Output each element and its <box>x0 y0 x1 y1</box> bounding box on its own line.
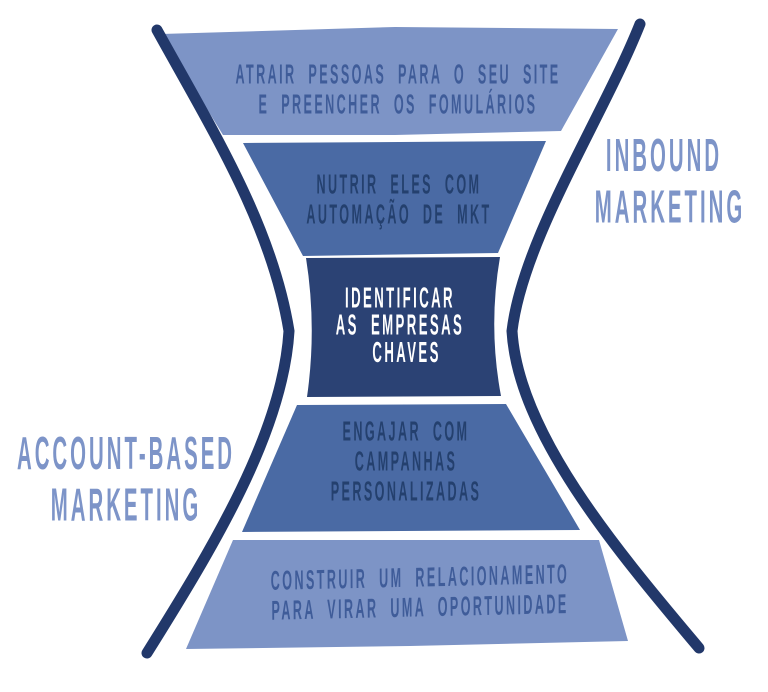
stage-engajar-shape <box>242 404 580 532</box>
stage-construir-label: CONSTRUIR UM RELACIONAMENTO PARA VIRAR U… <box>271 560 570 627</box>
stage-atrair-label: ATRAIR PESSOAS PARA O SEU SITE E PREENCH… <box>235 60 560 120</box>
inbound-marketing-label: INBOUND MARKETING <box>583 131 746 234</box>
stage-identificar-shape <box>306 257 501 397</box>
stage-atrair-shape <box>161 27 618 135</box>
stage-identificar-line-3: CHAVES <box>372 336 441 369</box>
stage-engajar-line-2: CAMPANHAS <box>354 447 458 477</box>
stage-nutrir-label: NUTRIR ELES COM AUTOMAÇÃO DE MKT <box>306 170 491 230</box>
stage-nutrir-line-1: NUTRIR ELES COM <box>316 170 482 200</box>
stage-construir-shape <box>186 540 628 649</box>
stage-engajar-label: ENGAJAR COM CAMPANHAS PERSONALIZADAS <box>331 417 482 507</box>
stage-identificar-line-1: IDENTIFICAR <box>344 281 455 314</box>
stage-atrair-line-1: ATRAIR PESSOAS PARA O SEU SITE <box>235 60 561 90</box>
stage-identificar-line-2: AS EMPRESAS <box>335 308 465 342</box>
account-based-marketing-label: ACCOUNT-BASED MARKETING <box>17 429 235 532</box>
stage-atrair-line-2: E PREENCHER OS FOMULÁRIOS <box>258 90 538 120</box>
stage-nutrir-line-2: AUTOMAÇÃO DE MKT <box>306 200 492 230</box>
funnel-outline-right <box>506 18 705 654</box>
stage-engajar-line-3: PERSONALIZADAS <box>330 476 482 507</box>
inbound-marketing-line-1: INBOUND <box>605 130 723 182</box>
stage-identificar-label: IDENTIFICAR AS EMPRESAS CHAVES <box>335 281 465 369</box>
account-based-marketing-line-1: ACCOUNT-BASED <box>16 428 236 480</box>
funnel-outline-left <box>141 24 295 659</box>
stage-nutrir-shape <box>243 141 546 256</box>
stage-engajar-line-1: ENGAJAR COM <box>342 417 470 448</box>
account-based-marketing-line-2: MARKETING <box>50 480 202 532</box>
inbound-marketing-line-2: MARKETING <box>594 182 746 234</box>
